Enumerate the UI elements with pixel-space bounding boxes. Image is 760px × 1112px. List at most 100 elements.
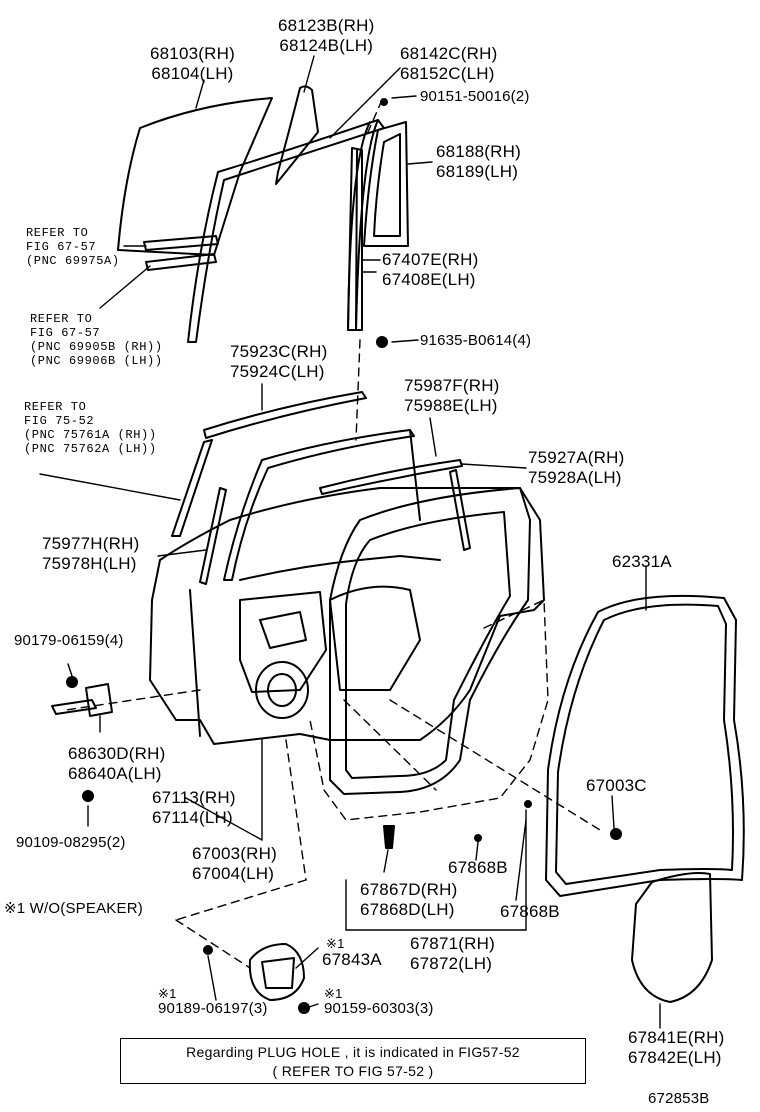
plug-hole-note-box: Regarding PLUG HOLE , it is indicated in… [120, 1038, 586, 1084]
label-screw-cover-b-note: ※1 [324, 986, 343, 1001]
label-glass-lh: 68104(LH) [151, 64, 234, 83]
label-screw-cover-a-part: 90189-06197(3) [158, 1000, 268, 1017]
label-outer-strip-rh: 75927A(RH) [528, 448, 625, 467]
quarter-glass [363, 121, 409, 247]
label-door-board-lh: 67004(LH) [192, 864, 275, 883]
label-door-board: 67003(RH) 67004(LH) [192, 844, 277, 884]
inner-panel [239, 585, 421, 719]
belt-moulding [171, 391, 367, 537]
label-outer-strip-lh: 75928A(LH) [528, 468, 622, 487]
figure-id: 672853B [648, 1090, 710, 1107]
label-hole-cover-lh: 67842E(LH) [628, 1048, 722, 1067]
label-cover: ※1 67843A [322, 936, 382, 970]
label-note-wo: ※1 W/O(SPEAKER) [4, 900, 143, 917]
outer-strips [199, 459, 471, 585]
label-frame-lh: 68152C(LH) [400, 64, 495, 83]
window-frame [187, 119, 385, 343]
label-screw-cover-a-note: ※1 [158, 986, 177, 1001]
label-quarter-glass-lh: 68189(LH) [436, 162, 519, 181]
ref-b-line-2: FIG 67-57 [30, 326, 101, 340]
fasteners [66, 98, 622, 1014]
label-cover-part: 67843A [322, 950, 382, 969]
label-quarter-glass: 68188(RH) 68189(LH) [436, 142, 521, 182]
label-hole-cover: 67841E(RH) 67842E(LH) [628, 1028, 725, 1068]
label-check-assy-rh: 68630D(RH) [68, 744, 166, 763]
division-bar [347, 147, 363, 331]
label-check-assy: 68630D(RH) 68640A(LH) [68, 744, 165, 784]
label-door-panel-lh: 67114(LH) [152, 808, 233, 827]
run-channel [275, 85, 319, 185]
label-trim-rh: 67871(RH) [410, 934, 495, 953]
label-hole-cover-rh: 67841E(RH) [628, 1028, 725, 1047]
ref-c-line-4: (PNC 75762A (LH)) [24, 442, 157, 456]
label-belt-mold: 75923C(RH) 75924C(LH) [230, 342, 327, 382]
ref-a-line-2: FIG 67-57 [26, 240, 97, 254]
label-clip-d-rh: 67867D(RH) [360, 880, 458, 899]
label-clip-b1: 67868B [448, 858, 508, 877]
label-weatherstrip-frame-rh: 75987F(RH) [404, 376, 500, 395]
label-ref-67-57-b: REFER TO FIG 67-57 (PNC 69905B (RH)) (PN… [30, 312, 163, 368]
door-trim [329, 487, 531, 795]
label-quarter-glass-rh: 68188(RH) [436, 142, 521, 161]
label-outer-strip: 75927A(RH) 75928A(LH) [528, 448, 625, 488]
label-division-bar-rh: 67407E(RH) [382, 250, 479, 269]
label-screw-cover-b: ※1 90159-60303(3) [324, 986, 434, 1018]
label-garnish: 75977H(RH) 75978H(LH) [42, 534, 139, 574]
label-clip-d-lh: 67868D(LH) [360, 900, 455, 919]
label-division-bar-lh: 67408E(LH) [382, 270, 476, 289]
door-glass [117, 97, 273, 256]
leader-lines [39, 55, 661, 1029]
speaker-cover [248, 943, 305, 1001]
label-ref-75-52: REFER TO FIG 75-52 (PNC 75761A (RH)) (PN… [24, 400, 157, 456]
label-run-channel-lh: 68124B(LH) [279, 36, 374, 55]
label-frame: 68142C(RH) 68152C(LH) [400, 44, 497, 84]
door-check [51, 683, 113, 717]
label-bolt-lower: 90109-08295(2) [16, 834, 126, 851]
label-clip-b2: 67868B [500, 902, 560, 921]
label-garnish-lh: 75978H(LH) [42, 554, 137, 573]
body-weatherstrip [545, 594, 745, 897]
label-run-channel: 68123B(RH) 68124B(LH) [278, 16, 375, 56]
label-screw-cover-b-part: 90159-60303(3) [324, 1000, 434, 1017]
ref-b-line-1: REFER TO [30, 312, 93, 326]
ref-a-line-1: REFER TO [26, 226, 89, 240]
label-door-panel: 67113(RH) 67114(LH) [152, 788, 236, 828]
label-glass: 68103(RH) 68104(LH) [150, 44, 235, 84]
door-shell [149, 487, 545, 745]
hole-cover-sheet [631, 872, 713, 1003]
label-weatherstrip-frame-lh: 75988E(LH) [404, 396, 498, 415]
label-clip-c: 67003C [586, 776, 647, 795]
label-screw-top: 90151-50016(2) [420, 88, 530, 105]
label-garnish-rh: 75977H(RH) [42, 534, 140, 553]
ref-a-line-3: (PNC 69975A) [26, 254, 120, 268]
label-check-assy-lh: 68640A(LH) [68, 764, 162, 783]
label-trim-lh: 67872(LH) [410, 954, 493, 973]
label-ref-67-57-a: REFER TO FIG 67-57 (PNC 69975A) [26, 226, 120, 268]
plug-hole-note-line-2: ( REFER TO FIG 57-52 ) [272, 1063, 434, 1079]
trim-dashed [65, 99, 601, 969]
label-glass-rh: 68103(RH) [150, 44, 235, 63]
ref-b-line-3: (PNC 69905B (RH)) [30, 340, 163, 354]
plug-hole-note-line-1: Regarding PLUG HOLE , it is indicated in… [186, 1044, 520, 1060]
label-trim: 67871(RH) 67872(LH) [410, 934, 495, 974]
label-belt-mold-lh: 75924C(LH) [230, 362, 325, 381]
label-division-bar: 67407E(RH) 67408E(LH) [382, 250, 479, 290]
label-weatherstrip-frame: 75987F(RH) 75988E(LH) [404, 376, 500, 416]
label-clip-d: 67867D(RH) 67868D(LH) [360, 880, 457, 920]
label-frame-rh: 68142C(RH) [400, 44, 498, 63]
ref-c-line-1: REFER TO [24, 400, 87, 414]
label-screw-hinge: 90179-06159(4) [14, 632, 124, 649]
ref-c-line-2: FIG 75-52 [24, 414, 95, 428]
ref-c-line-3: (PNC 75761A (RH)) [24, 428, 157, 442]
label-cover-note: ※1 [326, 936, 345, 951]
label-screw-cover-a: ※1 90189-06197(3) [158, 986, 268, 1018]
label-bolt: 91635-B0614(4) [420, 332, 532, 349]
label-door-board-rh: 67003(RH) [192, 844, 277, 863]
ref-b-line-4: (PNC 69906B (LH)) [30, 354, 163, 368]
label-door-panel-rh: 67113(RH) [152, 788, 236, 807]
label-run-channel-rh: 68123B(RH) [278, 16, 375, 35]
label-weatherstrip-body: 62331A [612, 552, 672, 571]
label-belt-mold-rh: 75923C(RH) [230, 342, 328, 361]
